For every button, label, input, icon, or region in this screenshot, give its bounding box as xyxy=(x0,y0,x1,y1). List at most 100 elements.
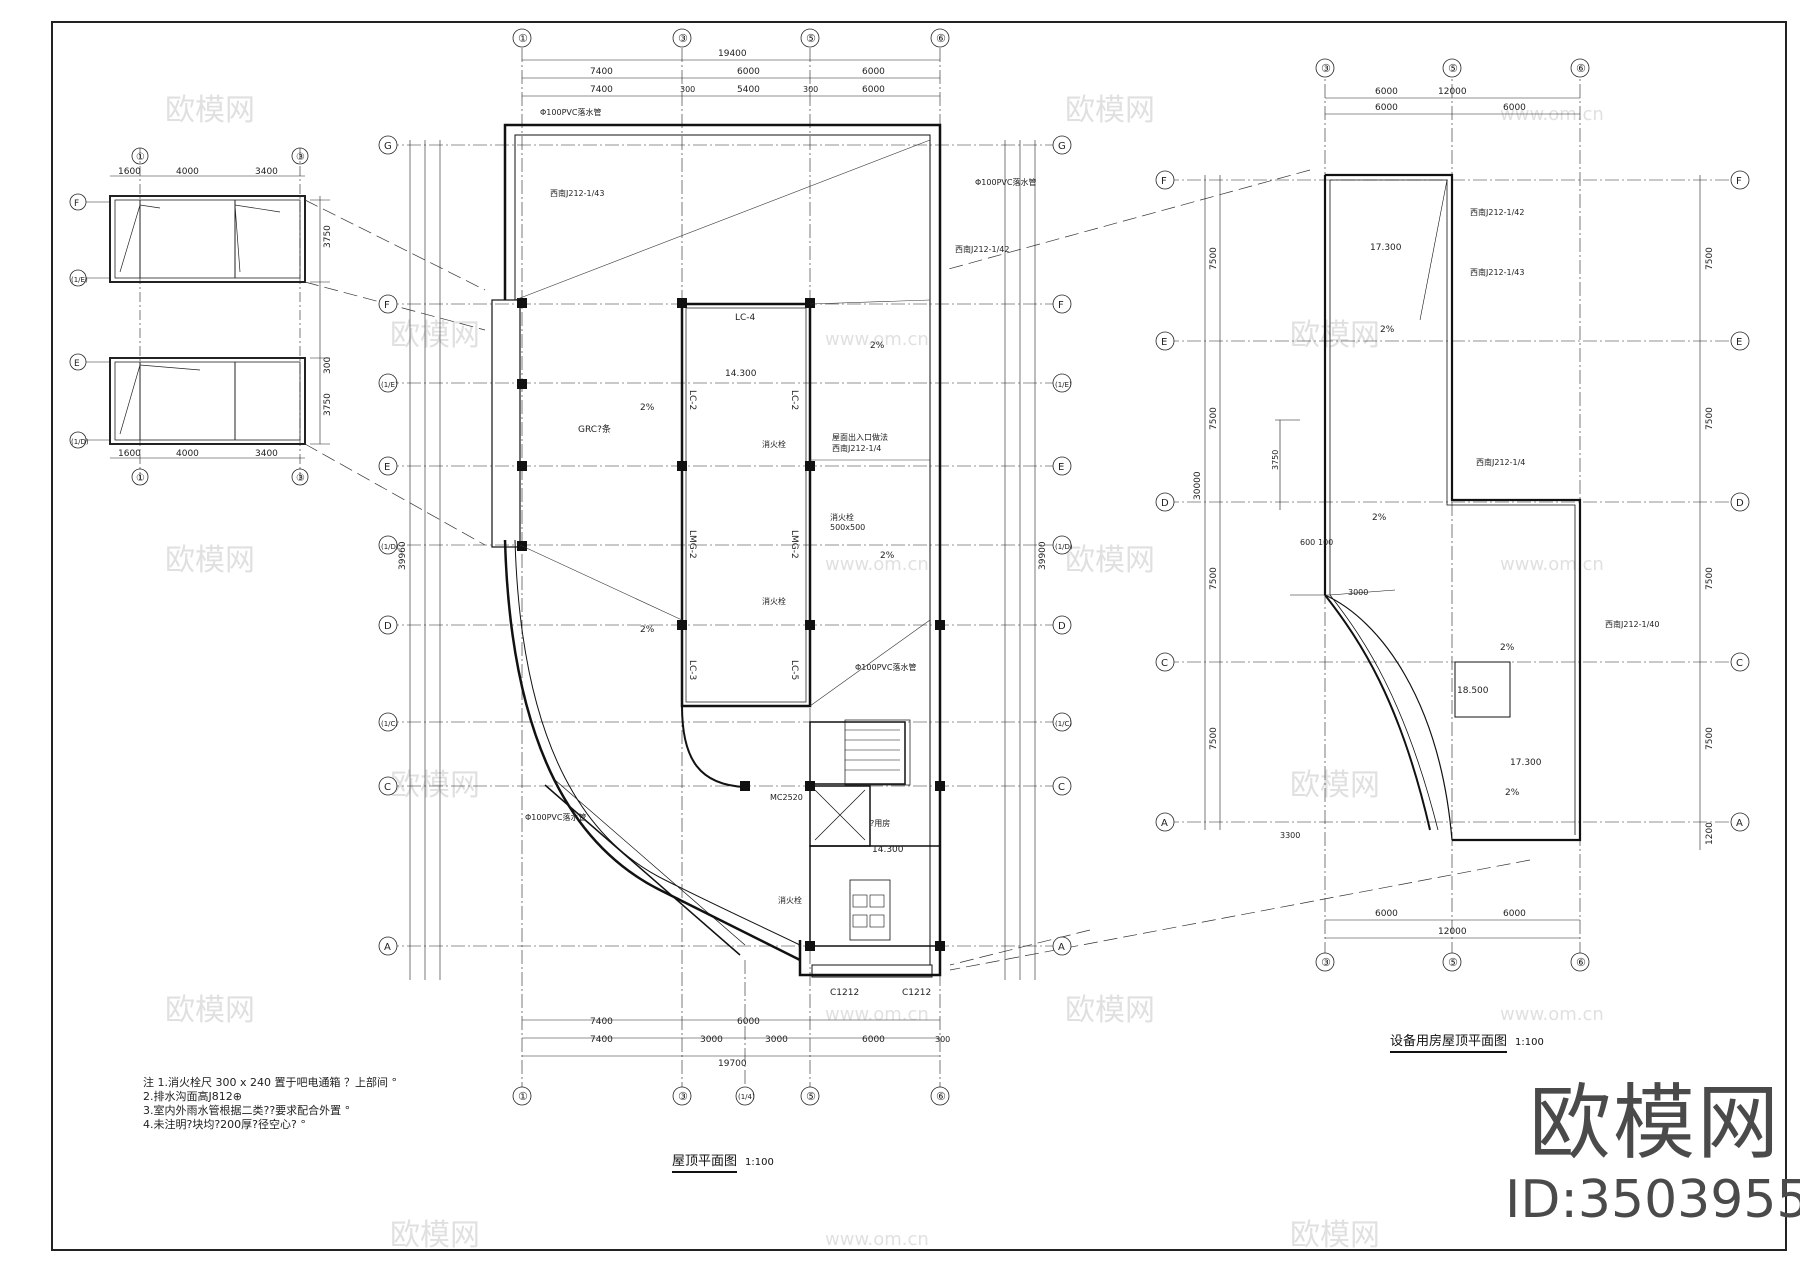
dim-text: 300 xyxy=(680,85,695,94)
hydrant-label: 消火栓 xyxy=(762,439,786,449)
watermark-url: www.om.cn xyxy=(1500,104,1604,125)
dim-text: 30000 xyxy=(1193,471,1203,500)
axis-label: ① xyxy=(518,1090,528,1103)
drain-label: Φ100PVC落水管 xyxy=(525,812,586,822)
axis-label: (1/D) xyxy=(381,543,399,551)
lintel-label: LMG-2 xyxy=(789,530,799,559)
main-plan-axis-bubbles xyxy=(378,28,1072,1106)
window-label: C1212 xyxy=(902,988,931,998)
grc-label: GRC?条 xyxy=(578,423,611,435)
ref-label: 西南J212-1/42 xyxy=(1470,207,1524,217)
axis-label: (1/C) xyxy=(1055,720,1072,728)
dim-text: 7500 xyxy=(1705,247,1715,270)
ref-label: 西南J212-1/43 xyxy=(550,188,604,198)
axis-label: ① xyxy=(518,32,528,45)
axis-label: ③ xyxy=(296,473,305,484)
lintel-label: LMG-2 xyxy=(687,530,697,559)
ref-label: 西南J212-1/42 xyxy=(955,244,1009,254)
axis-label: ③ xyxy=(678,32,688,45)
watermark-small: 欧模网 xyxy=(1065,993,1155,1028)
dim-text: 12000 xyxy=(1438,87,1467,97)
dim-text: 7500 xyxy=(1209,567,1219,590)
axis-label: ③ xyxy=(296,152,305,163)
slope-label: 2% xyxy=(640,625,655,635)
dim-text: 6000 xyxy=(1503,909,1526,919)
watermark-small: 欧模网 xyxy=(1065,543,1155,578)
watermark-small: 欧模网 xyxy=(165,993,255,1028)
dim-text: 3000 xyxy=(765,1035,788,1045)
axis-label: A xyxy=(1058,942,1065,953)
dim-text: 7500 xyxy=(1705,727,1715,750)
dim-text: 1600 xyxy=(118,167,141,177)
dim-text: 6000 xyxy=(1375,87,1398,97)
watermark-small: 欧模网 xyxy=(390,318,480,353)
watermark-url: www.om.cn xyxy=(825,554,929,575)
watermark-url: www.om.cn xyxy=(1500,1004,1604,1025)
equip-plan-walls xyxy=(1275,173,1582,842)
slope-label: 2% xyxy=(880,551,895,561)
equip-plan-scale: 1:100 xyxy=(1515,1037,1544,1048)
dim-text: 100 xyxy=(1318,538,1333,547)
room-label: ?用房 xyxy=(870,818,890,828)
window-label: C1212 xyxy=(830,988,859,998)
axis-label: D xyxy=(1161,498,1169,509)
equip-plan-dim-text: 6000 12000 6000 6000 6000 6000 12000 300… xyxy=(1193,87,1715,937)
note-line: 注 1.消火栓尺 300 x 240 置于吧电通箱 ？上部间 ° xyxy=(143,1076,397,1089)
dim-text: 7400 xyxy=(590,85,613,95)
slope-label: 2% xyxy=(1505,788,1520,798)
axis-label: ⑥ xyxy=(936,32,946,45)
axis-label: ① xyxy=(136,152,145,163)
main-plan-labels: Φ100PVC落水管 Φ100PVC落水管 Φ100PVC落水管 Φ100PVC… xyxy=(525,107,1036,998)
dim-text: 300 xyxy=(935,1035,950,1044)
dim-text: 5400 xyxy=(737,85,760,95)
lintel-label: LC-2 xyxy=(687,390,697,410)
watermark-layer: 欧模网 欧模网 欧模网 欧模网 欧模网 欧模网 欧模网 欧模网 欧模网 欧模网 … xyxy=(165,93,1604,1253)
watermark-small: 欧模网 xyxy=(1065,93,1155,128)
watermark-small: 欧模网 xyxy=(1290,768,1380,803)
dim-text: 7500 xyxy=(1209,727,1219,750)
axis-bubble xyxy=(131,468,149,486)
main-plan-grid xyxy=(385,48,1060,1100)
main-plan-dim-text: 19400 7400 6000 6000 7400 300 5400 300 6… xyxy=(398,49,1048,1069)
elevation-label: 18.500 xyxy=(1457,686,1489,696)
ref-label: 西南J212-1/43 xyxy=(1470,267,1524,277)
door-label: MC2520 xyxy=(770,793,803,802)
dim-text: 6000 xyxy=(1375,909,1398,919)
dim-text: 6000 xyxy=(737,1017,760,1027)
dim-text: 19700 xyxy=(718,1059,747,1069)
axis-label: E xyxy=(1736,337,1742,348)
dim-text: 7500 xyxy=(1705,407,1715,430)
axis-label: E xyxy=(1161,337,1167,348)
axis-label: ⑤ xyxy=(806,1090,816,1103)
watermark-small: 欧模网 xyxy=(390,768,480,803)
dim-text: 19400 xyxy=(718,49,747,59)
lintel-label: LC-5 xyxy=(789,660,799,680)
equip-plan-axis-bubbles xyxy=(1155,58,1750,972)
dim-text: 12000 xyxy=(1438,927,1467,937)
axis-label: E xyxy=(384,462,390,473)
slope-label: 2% xyxy=(870,341,885,351)
axis-label: D xyxy=(1058,621,1066,632)
axis-label: F xyxy=(1058,300,1064,311)
elevation-label: 17.300 xyxy=(1510,758,1542,768)
tank-size: 500x500 xyxy=(830,523,865,532)
brand-watermark: 欧模网 ID:3503955 xyxy=(1505,1083,1800,1231)
axis-label: (1/D) xyxy=(1055,543,1073,551)
dim-text: 3750 xyxy=(1271,450,1280,470)
dim-text: 600 xyxy=(1300,538,1315,547)
axis-label: (1/E) xyxy=(381,381,398,389)
note-line: 2.排水沟面高J812⊕ xyxy=(143,1090,242,1103)
axis-label: D xyxy=(384,621,392,632)
equip-plan-labels: 17.300 18.500 17.300 西南J212-1/42 西南J212-… xyxy=(1271,207,1659,840)
watermark-small: 欧模网 xyxy=(165,93,255,128)
watermark-small: 欧模网 xyxy=(165,543,255,578)
roof-plan-scale: 1:100 xyxy=(745,1157,774,1168)
watermark-url: www.om.cn xyxy=(1500,554,1604,575)
note-line: 3.室内外雨水管根据二类??要求配合外置 ° xyxy=(143,1104,351,1117)
axis-label: A xyxy=(1736,818,1743,829)
axis-label: E xyxy=(1058,462,1064,473)
elevation-label: 14.300 xyxy=(725,369,757,379)
axis-label: C xyxy=(1058,782,1065,793)
slope-label: 2% xyxy=(1500,643,1515,653)
